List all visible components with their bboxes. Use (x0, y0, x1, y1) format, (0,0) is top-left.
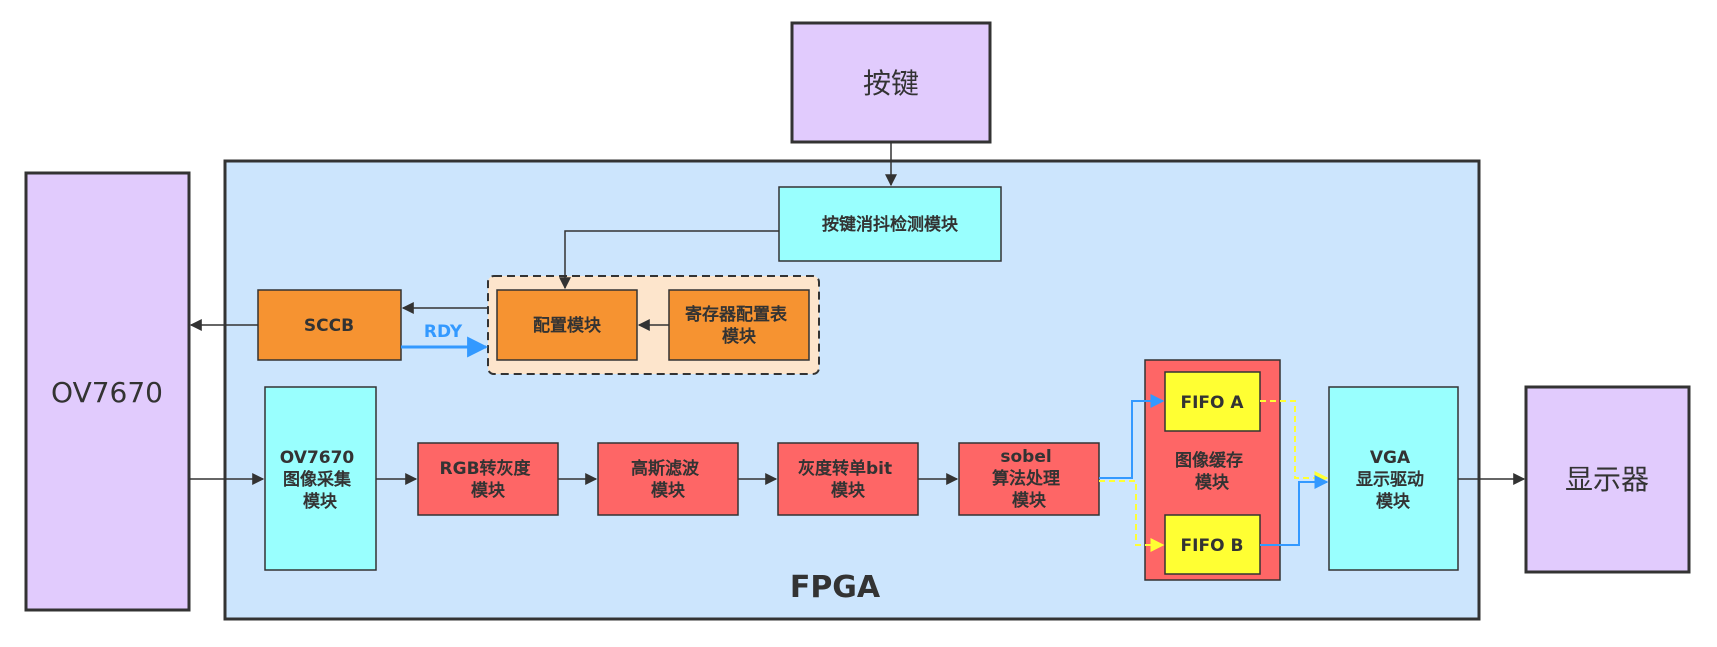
display-label: 显示器 (1565, 463, 1649, 496)
fifo-b-box (1164, 514, 1261, 575)
regtable-line2: 模块 (722, 326, 757, 347)
rgb2gray-label: RGB转灰度 模块 (440, 458, 537, 501)
sobel-line2: 算法处理 (991, 468, 1060, 489)
gray2bit-line1: 灰度转单bit (798, 458, 892, 479)
fifo-a-box (1164, 371, 1261, 432)
regtable-line1: 寄存器配置表 (685, 304, 788, 325)
fifo-b-label: FIFO B (1181, 536, 1244, 556)
gray2bit-line2: 模块 (831, 480, 866, 501)
keypad-box (790, 21, 992, 144)
rgb2gray-line1: RGB转灰度 (440, 458, 532, 479)
cache-line2: 模块 (1195, 472, 1230, 493)
debounce-box (778, 186, 1002, 262)
arrow-fifo-b-to-vga (1260, 475, 1329, 546)
rgb2gray-box (417, 442, 559, 516)
gauss-label: 高斯滤波 模块 (631, 458, 705, 501)
config-label: 配置模块 (533, 315, 602, 336)
keypad-label: 按键 (863, 67, 919, 100)
sccb-box (257, 289, 402, 361)
rgb2gray-line2: 模块 (471, 480, 506, 501)
vga-box (1328, 386, 1459, 571)
arrow-sobel-to-fifo-b (1099, 480, 1165, 552)
arrow-sobel-to-fifo-a (1099, 394, 1165, 479)
gauss-line2: 模块 (651, 480, 686, 501)
sobel-box (958, 442, 1100, 516)
gauss-box (597, 442, 739, 516)
regtable-label: 寄存器配置表 模块 (685, 304, 793, 347)
rdy-label: RDY (424, 322, 463, 342)
debounce-label: 按键消抖检测模块 (822, 214, 959, 235)
ov7670-sensor-box (24, 171, 191, 612)
cache-label: 图像缓存 模块 (1175, 450, 1249, 493)
arrow-fifo-a-to-vga (1260, 400, 1329, 485)
gray2bit-label: 灰度转单bit 模块 (798, 458, 898, 501)
ov7670-sensor-label: OV7670 (51, 376, 163, 409)
capture-line1: OV7670 (280, 448, 355, 468)
display-box (1524, 385, 1691, 574)
vga-line1: VGA (1370, 448, 1411, 468)
capture-label: OV7670 图像采集 模块 (280, 448, 360, 512)
sobel-line1: sobel (1000, 447, 1051, 467)
vga-label: VGA 显示驱动 模块 (1356, 448, 1430, 512)
capture-line2: 图像采集 (283, 469, 352, 490)
sobel-line3: 模块 (1012, 490, 1047, 511)
arrow-debounce-to-config (559, 230, 779, 290)
capture-box (264, 386, 377, 571)
gray2bit-box (777, 442, 919, 516)
fpga-label: FPGA (790, 570, 881, 605)
vga-line2: 显示驱动 (1356, 470, 1424, 490)
fifo-a-label: FIFO A (1180, 393, 1244, 413)
gauss-line1: 高斯滤波 (631, 458, 700, 479)
capture-line3: 模块 (303, 491, 338, 512)
cache-line1: 图像缓存 (1175, 450, 1243, 471)
vga-line3: 模块 (1376, 491, 1411, 512)
regtable-box (668, 289, 810, 361)
sccb-label: SCCB (304, 316, 354, 336)
config-box (496, 289, 638, 361)
sobel-label: sobel 算法处理 模块 (991, 447, 1066, 511)
